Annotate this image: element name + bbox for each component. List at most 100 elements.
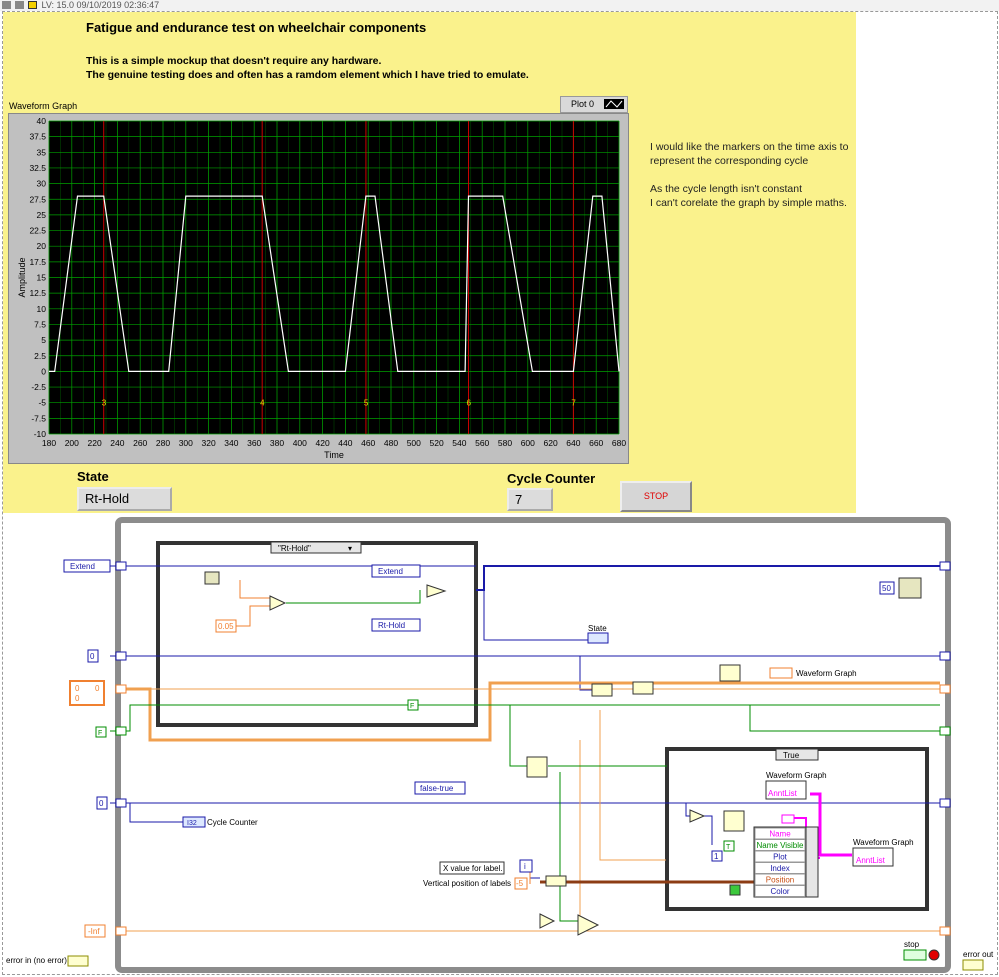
plot-legend-label: Plot 0: [571, 99, 595, 109]
enum-rthold-constant[interactable]: [371, 618, 421, 632]
shift-register-time-right[interactable]: [939, 926, 951, 936]
string-constant[interactable]: [781, 814, 795, 824]
format-string-icon[interactable]: [723, 810, 745, 832]
neg-inf-constant[interactable]: [84, 924, 106, 938]
false-constant-a[interactable]: [95, 726, 107, 738]
shift-register-cycle-left[interactable]: [115, 798, 127, 808]
false-true-constant[interactable]: [414, 781, 466, 795]
constant-50[interactable]: [879, 581, 895, 595]
cycle-counter-terminal-label: Cycle Counter: [207, 818, 258, 827]
shift-register-waveform-left[interactable]: [115, 684, 127, 694]
wire-cycle-indicator: [129, 803, 183, 823]
neg5-text: -5: [516, 879, 524, 888]
loop-condition-icon[interactable]: [928, 949, 940, 961]
run-arrow-icon[interactable]: [2, 1, 11, 9]
case-selector-state[interactable]: [270, 541, 362, 554]
array-constant[interactable]: [69, 680, 105, 706]
one-constant[interactable]: [711, 850, 723, 862]
x-tick-label: 580: [498, 438, 512, 448]
zero-constant-cycle[interactable]: [96, 796, 108, 810]
x-tick-label: 520: [430, 438, 444, 448]
increment-node-icon[interactable]: [689, 809, 706, 823]
bundle-by-name-icon[interactable]: [805, 826, 819, 898]
constant-005[interactable]: [215, 619, 237, 633]
property-item-5[interactable]: [754, 885, 806, 897]
case-structure-state[interactable]: [156, 541, 478, 727]
shift-register-counter-left[interactable]: [115, 651, 127, 661]
shift-register-state-left[interactable]: [115, 561, 127, 571]
plot-line-swatch-icon: [604, 99, 624, 109]
y-tick-label: -5: [38, 398, 46, 408]
x-axis-label: Time: [324, 450, 344, 460]
state-terminal[interactable]: [587, 632, 609, 644]
x-value-label-text: X value for label.: [443, 864, 503, 873]
build-array-node-icon[interactable]: [591, 683, 613, 697]
y-tick-label: 22.5: [29, 226, 46, 236]
y-tick-label: 10: [37, 304, 47, 314]
error-out-terminal[interactable]: [962, 959, 984, 971]
shift-register-bool-left[interactable]: [115, 726, 127, 736]
property-item-label-4: Position: [766, 876, 794, 885]
shift-register-time-left[interactable]: [115, 926, 127, 936]
neg5-constant[interactable]: [514, 877, 528, 890]
add-node-icon[interactable]: [539, 913, 556, 929]
true-text: T: [726, 844, 731, 851]
x-tick-label: 660: [589, 438, 603, 448]
while-loop-frame[interactable]: [115, 517, 951, 973]
graph-property-node-write[interactable]: [852, 847, 894, 867]
constant-50-text: 50: [882, 584, 891, 593]
cycle-counter-terminal[interactable]: [182, 816, 206, 828]
annt-list-write-text: AnntList: [856, 856, 886, 865]
stop-terminal[interactable]: [903, 949, 927, 961]
zero-text-a: 0: [90, 652, 95, 661]
x-tick-label: 240: [110, 438, 124, 448]
note-line-2: represent the corresponding cycle: [650, 155, 809, 167]
false-constant-b[interactable]: [407, 699, 419, 711]
cycle-marker-label: 7: [571, 399, 576, 408]
stop-button[interactable]: STOP: [620, 481, 692, 512]
select-node-icon[interactable]: [426, 584, 447, 598]
loop-index-terminal[interactable]: [519, 859, 533, 873]
bundle-position-icon[interactable]: [545, 875, 567, 887]
shift-register-counter-right[interactable]: [939, 651, 951, 661]
replace-array-node-icon[interactable]: [632, 681, 654, 695]
enum-extend2-text: Extend: [378, 567, 403, 576]
stop-terminal-label: stop: [904, 940, 920, 949]
elapsed-time-icon[interactable]: [204, 571, 220, 585]
waveform-graph-terminal[interactable]: [769, 667, 793, 679]
shift-register-state-right[interactable]: [939, 561, 951, 571]
shift-register-waveform-right[interactable]: [939, 684, 951, 694]
note-line-3: As the cycle length isn't constant: [650, 183, 803, 195]
cycle-marker-label: 6: [467, 399, 472, 408]
cycle-marker-label: 4: [260, 399, 265, 408]
run-continuous-icon[interactable]: [15, 1, 24, 9]
shift-register-cycle-right[interactable]: [939, 798, 951, 808]
error-in-label: error in (no error): [6, 956, 67, 965]
property-item-label-3: Index: [770, 864, 790, 873]
shift-register-bool-right[interactable]: [939, 726, 951, 736]
enum-extend-text: Extend: [70, 562, 95, 571]
wire-compare2: [559, 772, 590, 922]
enum-extend2-constant[interactable]: [371, 564, 421, 578]
x-tick-label: 300: [179, 438, 193, 448]
compare-node-icon[interactable]: [269, 595, 287, 611]
wait-ms-icon[interactable]: [898, 577, 922, 599]
select-time-node-icon[interactable]: [577, 914, 600, 936]
color-box-constant[interactable]: [729, 884, 741, 896]
case-dropdown-arrow-icon[interactable]: ▾: [348, 544, 352, 553]
enum-extend-constant[interactable]: [63, 559, 111, 573]
y-tick-label: 32.5: [29, 163, 46, 173]
waveform-graph-label: Waveform Graph: [9, 101, 78, 111]
bundle-node-icon[interactable]: [719, 664, 741, 682]
error-in-terminal[interactable]: [67, 955, 89, 967]
zero-constant-counter[interactable]: [87, 649, 99, 663]
zero-text-b: 0: [75, 684, 80, 693]
feedback-node-icon[interactable]: [526, 756, 548, 778]
case-selector-true[interactable]: [775, 748, 819, 761]
true-constant[interactable]: [723, 840, 735, 852]
vertical-position-label-text: Vertical position of labels: [423, 879, 511, 888]
one-text: 1: [714, 852, 719, 861]
plot-legend[interactable]: Plot 0: [560, 96, 628, 113]
graph-property-node-read[interactable]: [765, 780, 807, 800]
